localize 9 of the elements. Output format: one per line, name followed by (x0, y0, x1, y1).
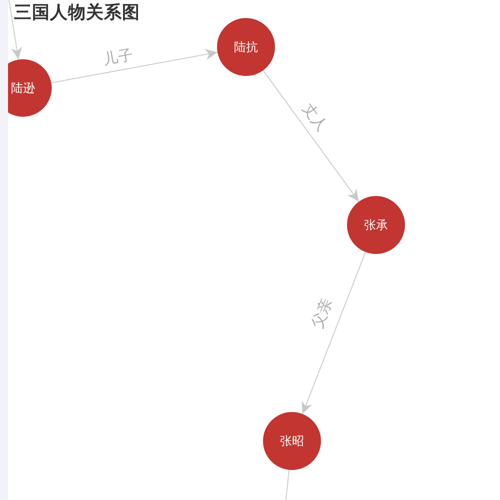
arrow (8, 0, 22, 60)
arrow (262, 70, 360, 202)
edge-label: 儿子 (102, 46, 134, 68)
connector-line (286, 469, 290, 500)
edge-label: 父亲 (309, 296, 335, 330)
arrow (51, 49, 218, 84)
chart-title: 三国人物关系图 (14, 2, 140, 25)
arrow (302, 252, 366, 414)
edge-label: 丈人 (300, 100, 330, 134)
